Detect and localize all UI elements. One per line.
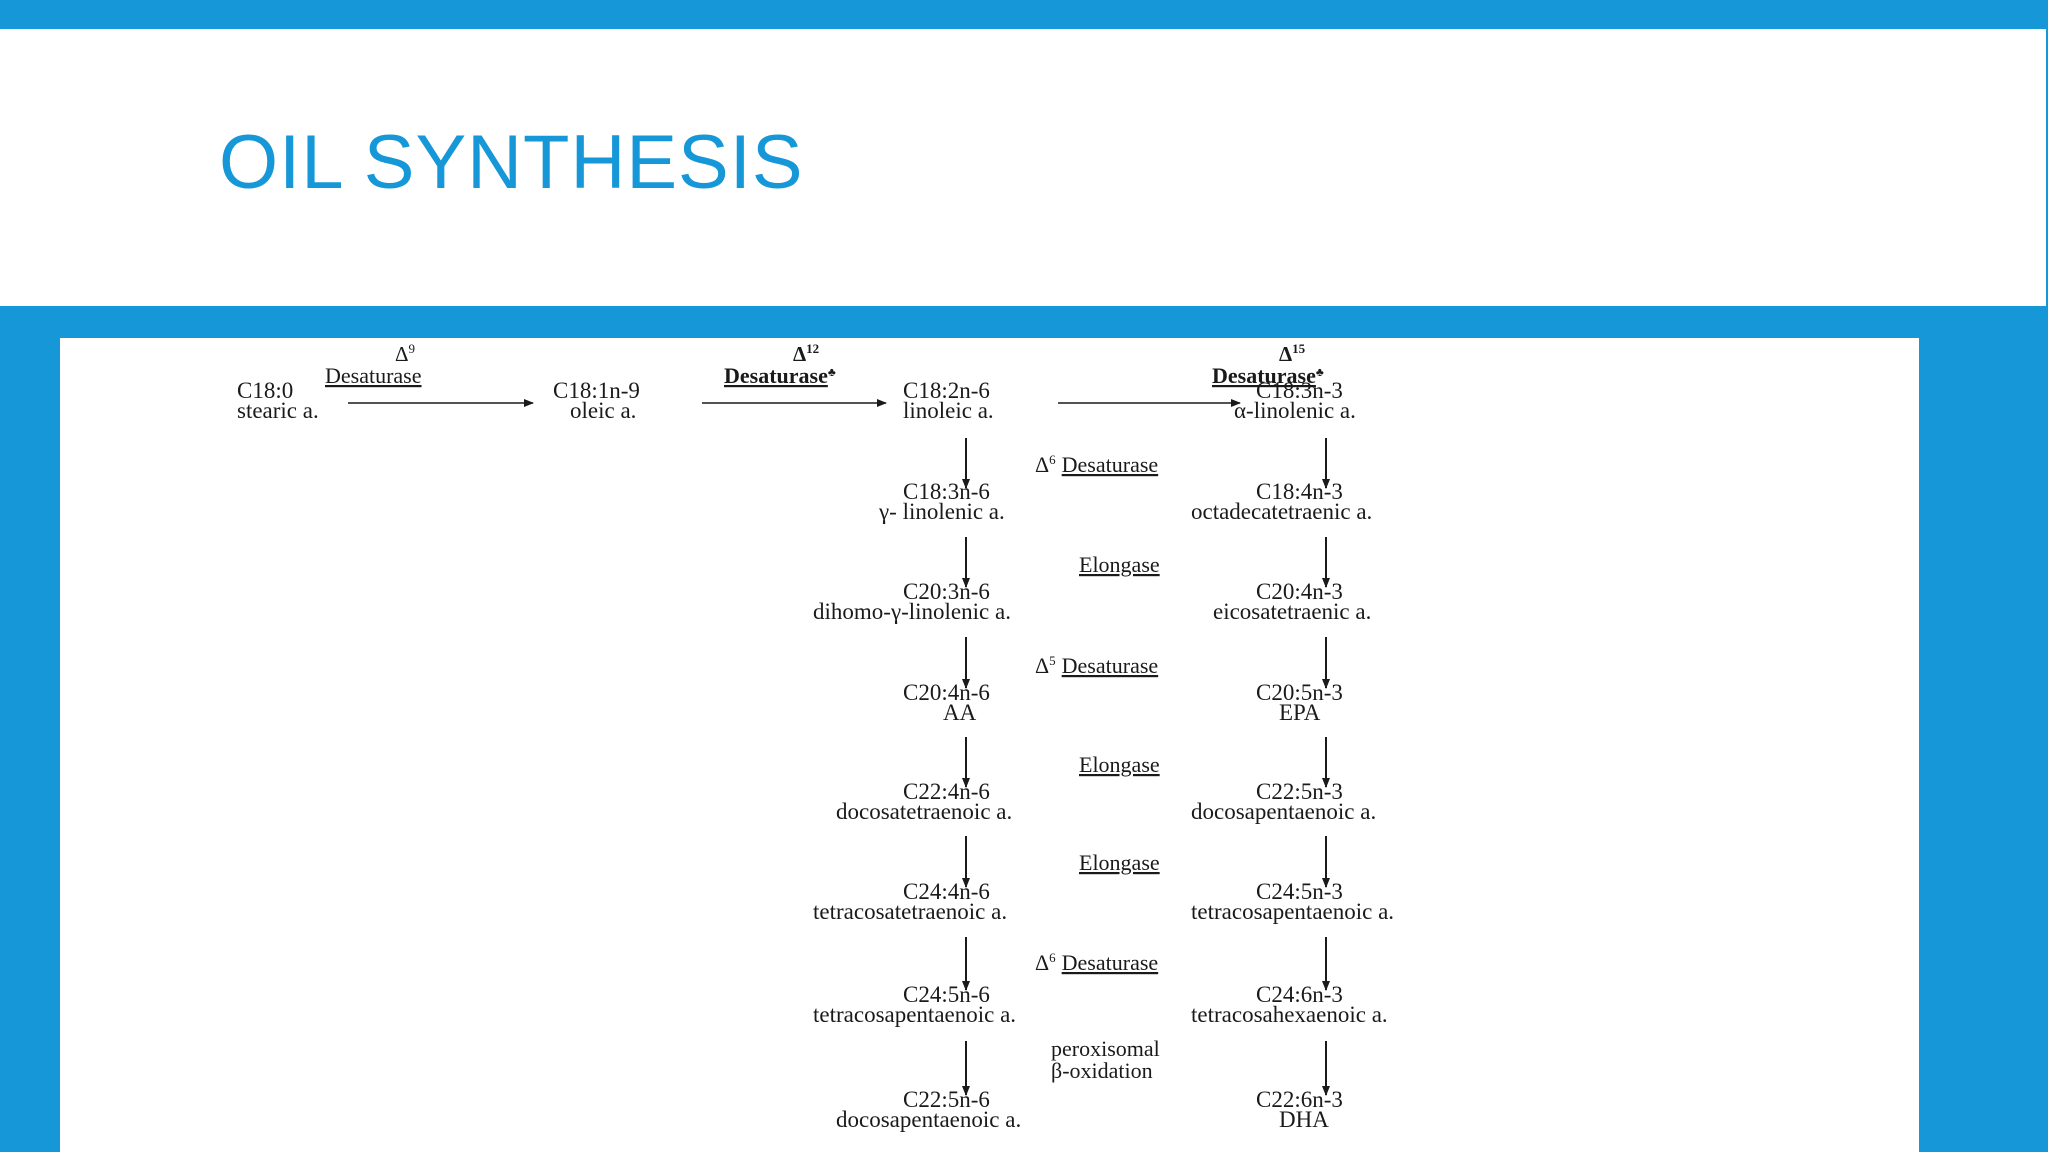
compound-name: tetracosahexaenoic a.: [1191, 1002, 1388, 1027]
compound-name: dihomo-γ-linolenic a.: [813, 599, 1011, 624]
enzyme-label: Elongase: [1079, 850, 1160, 875]
compound-name: EPA: [1279, 700, 1321, 725]
pathway-figure: C18:0 stearic a. C18:1n-9 oleic a. C18:2…: [60, 338, 1919, 1152]
delta-position: 6: [1049, 950, 1056, 965]
compound-code: C24:5n-6: [903, 982, 990, 1007]
right-accent-edge: [2046, 29, 2048, 306]
compound-code: C22:4n-6: [903, 779, 990, 804]
top-accent-bar: [0, 0, 2048, 29]
compound-name: docosatetraenoic a.: [836, 799, 1012, 824]
enzyme-mark: ♣: [1316, 365, 1324, 379]
enzyme-label-group: Desaturase♣: [724, 363, 836, 388]
title-panel: [0, 29, 2046, 306]
compound-name: docosapentaenoic a.: [1191, 799, 1376, 824]
enzyme-mark: ♣: [828, 365, 836, 379]
compound-name: tetracosatetraenoic a.: [813, 899, 1007, 924]
enzyme-delta: Δ9: [395, 341, 415, 366]
compound-name: DHA: [1279, 1107, 1329, 1132]
compound-code: C18:3n-6: [903, 479, 990, 504]
compound-name: AA: [943, 700, 977, 725]
compound-code: C18:0: [237, 378, 293, 403]
delta-position: 9: [409, 341, 416, 356]
delta-position: 12: [806, 341, 819, 356]
enzyme-delta: Δ12: [793, 341, 819, 366]
delta-symbol: Δ: [1035, 653, 1049, 678]
enzyme-delta: Δ15: [1279, 341, 1306, 366]
compound-code: C18:1n-9: [553, 378, 640, 403]
delta-symbol: Δ: [793, 342, 806, 366]
enzyme-label: Desaturase: [1062, 452, 1159, 477]
enzyme-step: Δ6 Desaturase: [1035, 950, 1158, 975]
delta-position: 5: [1049, 653, 1056, 668]
compound-code: C18:2n-6: [903, 378, 990, 403]
compound-name: α-linolenic a.: [1234, 398, 1356, 423]
delta-symbol: Δ: [395, 342, 409, 366]
enzyme-label: Desaturase: [1062, 653, 1159, 678]
enzyme-label-group: Desaturase♣: [1212, 363, 1324, 388]
compound-name: stearic a.: [237, 398, 319, 423]
compound-name: γ- linolenic a.: [878, 499, 1005, 524]
delta-position: 6: [1049, 452, 1056, 467]
compound-code: C18:3n-3: [1256, 378, 1343, 403]
final-step-line2: β-oxidation: [1051, 1058, 1153, 1083]
enzyme-step: Δ6 Desaturase: [1035, 452, 1158, 477]
compound-name: tetracosapentaenoic a.: [813, 1002, 1016, 1027]
pathway-diagram: C18:0 stearic a. C18:1n-9 oleic a. C18:2…: [237, 341, 1394, 1132]
enzyme-label: Desaturase: [1062, 950, 1159, 975]
final-step-line1: peroxisomal: [1051, 1036, 1160, 1061]
compound-name: linoleic a.: [903, 398, 994, 423]
enzyme-label: Desaturase: [325, 363, 422, 388]
compound-name: tetracosapentaenoic a.: [1191, 899, 1394, 924]
compound-name: docosapentaenoic a.: [836, 1107, 1021, 1132]
compound-name: eicosatetraenic a.: [1213, 599, 1371, 624]
slide-title: OIL SYNTHESIS: [219, 120, 804, 205]
compound-code: C20:4n-6: [903, 680, 990, 705]
compound-name: oleic a.: [570, 398, 636, 423]
enzyme-label: Desaturase: [1212, 363, 1316, 388]
delta-symbol: Δ: [1279, 342, 1292, 366]
delta-symbol: Δ: [1035, 950, 1049, 975]
compound-code: C24:4n-6: [903, 879, 990, 904]
delta-position: 15: [1292, 341, 1306, 356]
compound-code: C22:5n-6: [903, 1087, 990, 1112]
compound-name: octadecatetraenic a.: [1191, 499, 1372, 524]
enzyme-label: Elongase: [1079, 552, 1160, 577]
enzyme-step: Δ5 Desaturase: [1035, 653, 1158, 678]
compound-code: C20:3n-6: [903, 579, 990, 604]
enzyme-label: Elongase: [1079, 752, 1160, 777]
delta-symbol: Δ: [1035, 452, 1049, 477]
enzyme-label: Desaturase: [724, 363, 828, 388]
